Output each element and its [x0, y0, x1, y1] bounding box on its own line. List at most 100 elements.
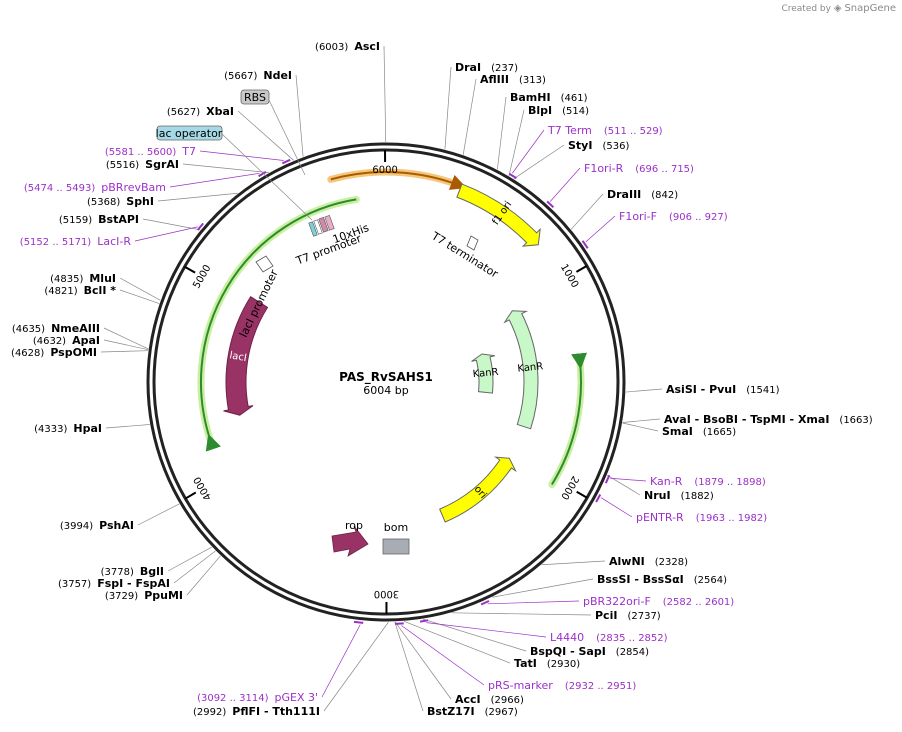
primer-site[interactable]: pRS-marker(2932 .. 2951): [395, 622, 636, 692]
bom-feature[interactable]: bom: [382, 521, 410, 555]
primer-range: (1963 .. 1982): [696, 513, 768, 524]
primer-name: L4440: [550, 631, 584, 644]
snapgene-logo-icon: ◈: [833, 3, 842, 14]
primer-mark: [281, 158, 291, 165]
primer-site[interactable]: pENTR-R(1963 .. 1982): [595, 494, 768, 524]
feature-label: KanR: [472, 367, 499, 380]
site-position: (1882): [681, 491, 714, 502]
primer-range: (2835 .. 2852): [596, 633, 668, 644]
credit-prefix: Created by: [781, 4, 831, 14]
feature-arrow[interactable]: [223, 296, 269, 416]
rbs-feature[interactable]: RBS: [240, 89, 306, 176]
restriction-site[interactable]: BclI * (4821): [44, 284, 160, 304]
restriction-site[interactable]: BssSI - BssSαI(2564): [492, 573, 727, 598]
site-position: (4821): [44, 286, 77, 297]
orf-arrow[interactable]: [200, 198, 357, 452]
primer-site[interactable]: pGEX 3'(3092 .. 3114): [197, 620, 364, 704]
site-position: (4632): [33, 336, 66, 347]
feature-arrow[interactable]: [503, 310, 539, 430]
primer-site[interactable]: LacI-R(5152 .. 5171): [20, 222, 204, 248]
restriction-site[interactable]: NmeAIII(4635): [12, 322, 149, 350]
primer-name: T7 Term: [547, 124, 592, 137]
restriction-site[interactable]: AccI(2966): [394, 621, 524, 706]
primer-site[interactable]: F1ori-R(696 .. 715): [546, 162, 694, 208]
primer-site[interactable]: T7(5581 .. 5600): [105, 145, 291, 165]
plasmid-length: 6004 bp: [363, 384, 408, 397]
restriction-site[interactable]: BstAPI(5159): [59, 213, 201, 231]
primer-site[interactable]: T7 Term (511 .. 529): [508, 124, 663, 180]
primer-mark: [419, 619, 429, 623]
site-position: (4333): [34, 424, 67, 435]
restriction-site[interactable]: ApaI(4632): [33, 334, 149, 351]
lac-operator-label: lac operator: [156, 127, 223, 140]
primer-range: (511 .. 529): [604, 126, 663, 137]
site-position: (5516): [106, 160, 139, 171]
restriction-site[interactable]: PshAI(3994): [60, 503, 180, 532]
feature-arrow[interactable]: [471, 353, 495, 394]
feature-arrow[interactable]: [439, 456, 517, 523]
site-position: (4835): [50, 274, 83, 285]
restriction-sites: AscI(6003) DraI(237)AflIII(313)BamHI(461)…: [11, 40, 873, 718]
restriction-site[interactable]: BstZ17I(2967): [394, 621, 518, 718]
rbs-label: RBS: [244, 91, 266, 104]
site-position: (842): [651, 190, 678, 201]
restriction-site[interactable]: SmaI(1665): [622, 422, 736, 438]
primer-name: LacI-R: [97, 235, 131, 248]
restriction-site[interactable]: XbaI(5627): [167, 105, 294, 161]
restriction-site[interactable]: BglI(3778): [101, 546, 212, 578]
site-position: (2930): [547, 659, 580, 670]
restriction-site[interactable]: AflIII(313): [462, 73, 546, 155]
restriction-site[interactable]: NdeI(5667): [224, 69, 304, 157]
site-position: (2564): [694, 575, 727, 586]
primer-site[interactable]: pBRrevBam(5474 .. 5493): [24, 171, 267, 194]
primer-site[interactable]: L4440 (2835 .. 2852): [419, 619, 668, 644]
restriction-site[interactable]: PspOMI(4628): [11, 346, 149, 359]
restriction-site[interactable]: SphI(5368): [87, 192, 238, 208]
ruler-tick: [575, 264, 588, 273]
restriction-site[interactable]: DraI(237): [444, 61, 518, 150]
restriction-site[interactable]: MluI(4835): [50, 272, 161, 301]
restriction-site[interactable]: AscI(6003): [315, 40, 387, 143]
site-position: (2854): [616, 647, 649, 658]
primer-site[interactable]: Kan-R(1879 .. 1898): [604, 474, 766, 488]
restriction-site[interactable]: BlpI(514): [508, 104, 589, 176]
site-position: (2967): [485, 707, 518, 718]
site-position: (2328): [655, 557, 688, 568]
restriction-site[interactable]: PpuMI(3729): [105, 555, 221, 602]
restriction-site[interactable]: HpaI(4333): [34, 422, 150, 435]
primer-site[interactable]: F1ori-F(906 .. 927): [581, 210, 728, 249]
site-name: PflFI - Tth111I: [232, 705, 320, 718]
restriction-site[interactable]: TatI (2930): [403, 620, 580, 670]
primer-mark: [546, 200, 555, 208]
primer-site[interactable]: pBR322ori-F(2582 .. 2601): [480, 595, 734, 608]
restriction-site[interactable]: AsiSI - PvuI(1541): [625, 383, 780, 396]
restriction-site[interactable]: PflFI - Tth111I (2992): [193, 621, 389, 718]
site-name: AscI: [354, 40, 380, 53]
restriction-site[interactable]: DraIII(842): [570, 188, 678, 230]
feature-arrow[interactable]: [456, 183, 541, 247]
orf-arrow[interactable]: [551, 352, 588, 486]
laci-promoter-icon: [255, 255, 274, 273]
primer-name: pBR322ori-F: [583, 595, 651, 608]
restriction-site[interactable]: AlwNI(2328): [541, 555, 689, 568]
restriction-site[interactable]: FspI - FspAI(3757): [58, 550, 216, 590]
restriction-site[interactable]: SgrAI(5516): [106, 158, 269, 173]
restriction-site[interactable]: StyI(536): [513, 139, 630, 180]
lac-operator-feature[interactable]: lac operator: [156, 125, 313, 221]
site-name: BlpI: [528, 104, 552, 117]
restriction-site[interactable]: AvaI - BsoBI - TspMI - XmaI(1663): [622, 413, 873, 426]
site-position: (2992): [193, 707, 226, 718]
site-name: TatI: [514, 657, 537, 670]
site-name: BclI *: [84, 284, 117, 297]
primer-name: pRS-marker: [488, 679, 553, 692]
site-name: XbaI: [206, 105, 234, 118]
restriction-site[interactable]: BamHI(461): [496, 91, 588, 170]
primer-name: pGEX 3': [274, 691, 318, 704]
orf-arrow[interactable]: [330, 171, 467, 190]
site-name: BstAPI: [98, 213, 139, 226]
primer-range: (1879 .. 1898): [694, 477, 766, 488]
restriction-site[interactable]: PciI(2737): [451, 609, 661, 622]
site-name: BamHI: [510, 91, 551, 104]
rop-feature[interactable]: rop: [331, 519, 369, 557]
site-position: (3778): [101, 567, 134, 578]
